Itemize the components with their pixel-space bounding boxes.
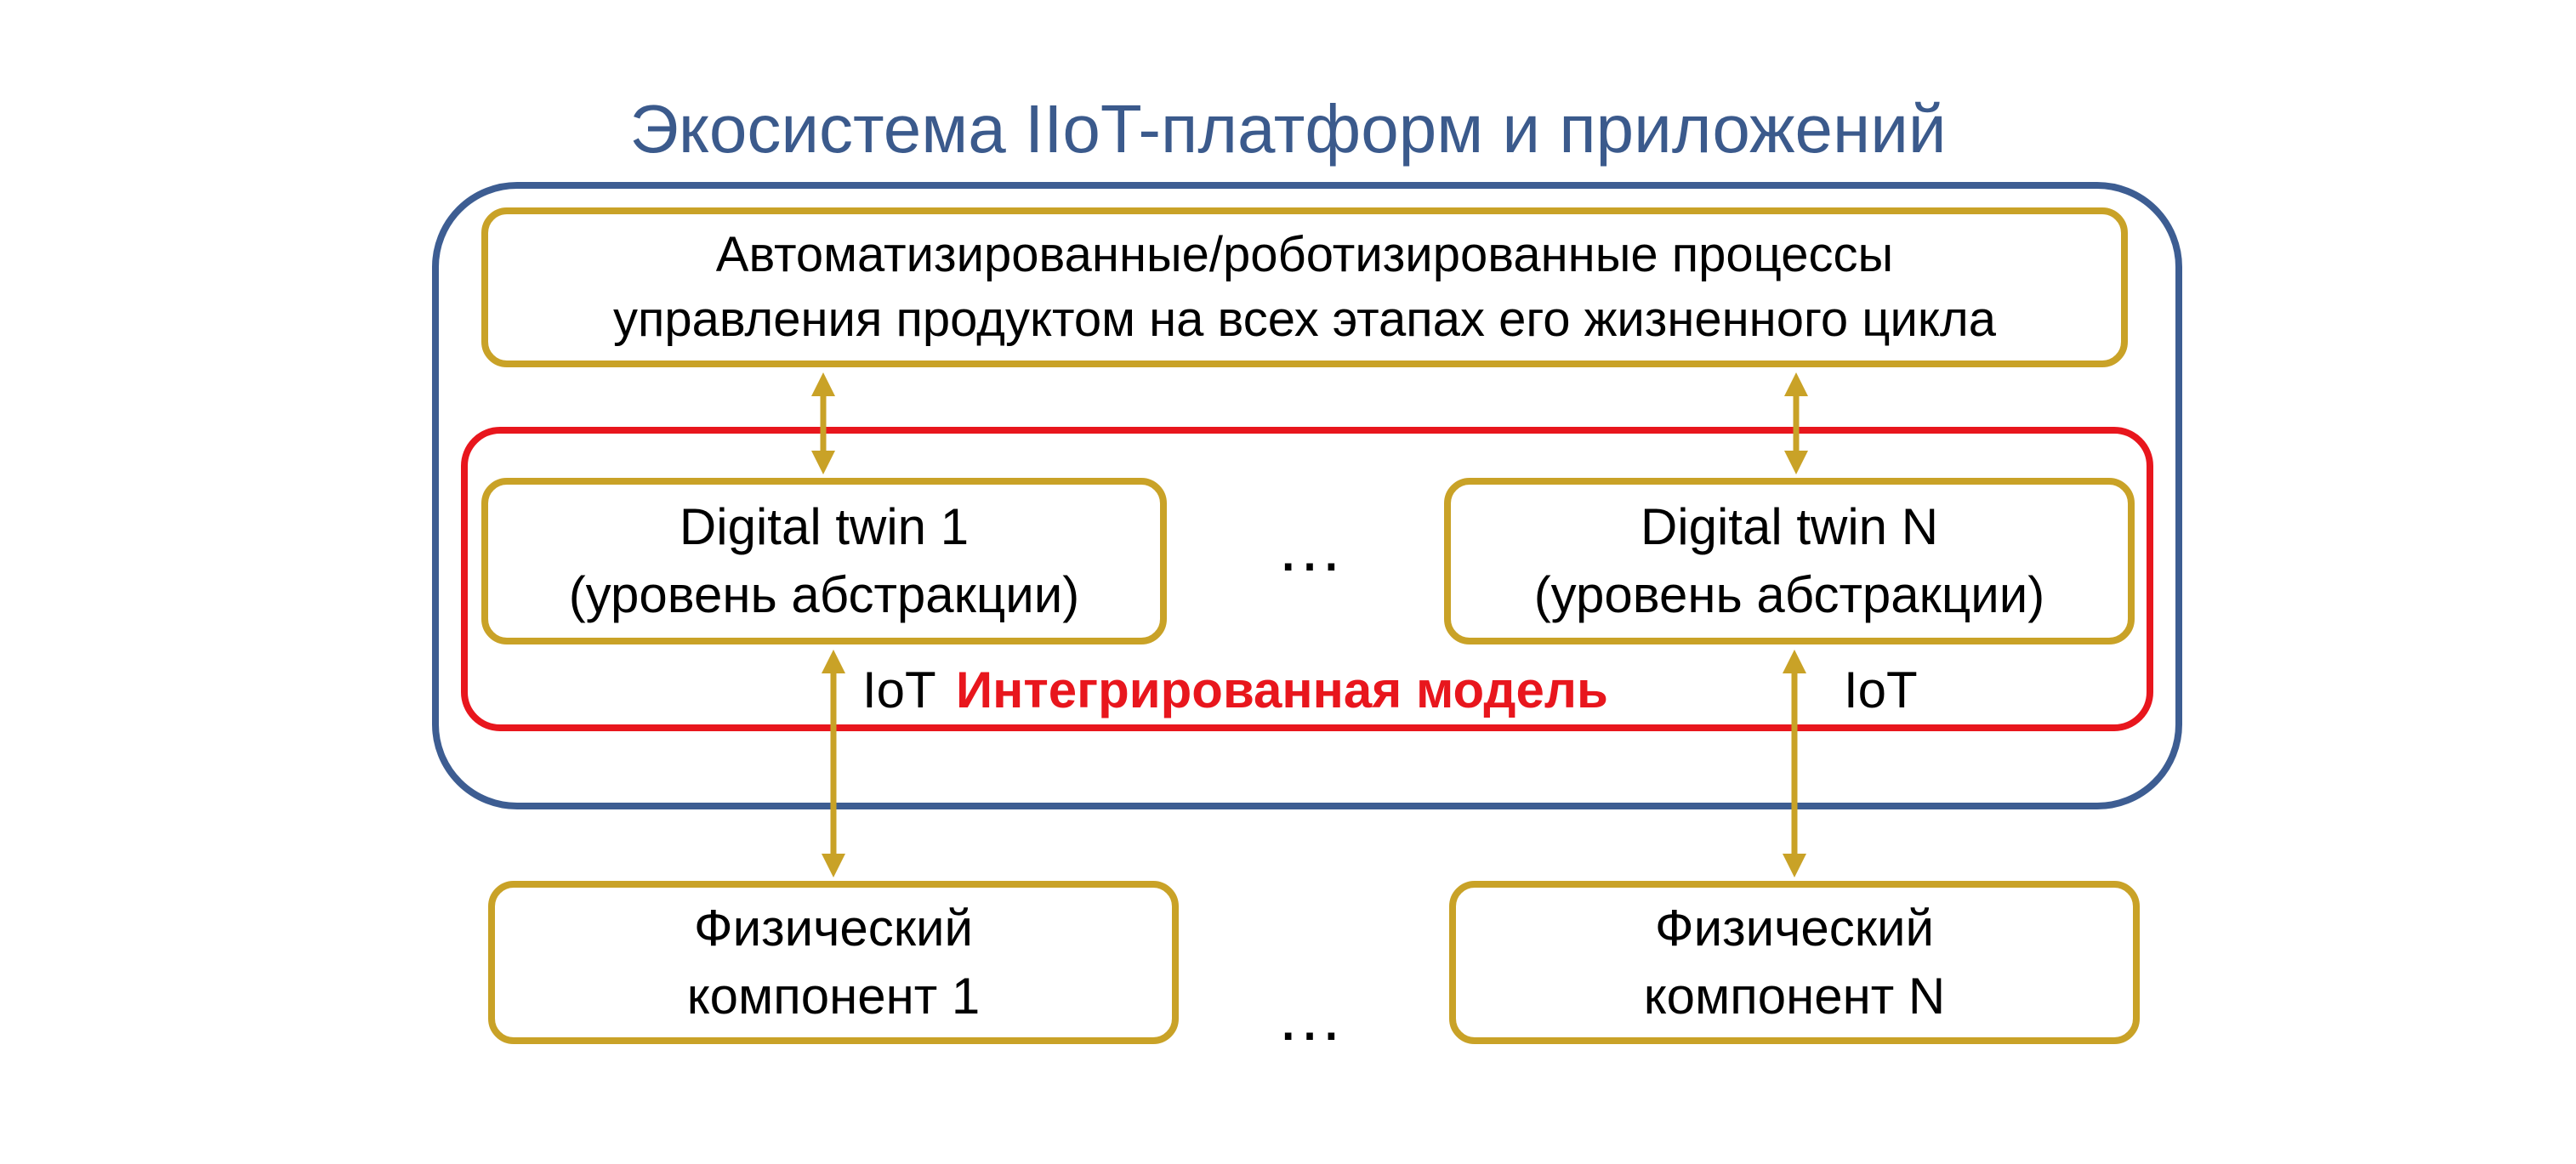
physical-component-ellipsis: … [1276,979,1351,1054]
integrated-model-label: Интегрированная модель [956,661,1608,718]
iot-label-right: IoT [1844,661,1918,718]
digital-twin-1-box: Digital twin 1 (уровень абстракции) [481,478,1167,644]
ecosystem-frame [432,182,2182,809]
physical-component-n-box: Физический компонент N [1449,881,2140,1044]
integrated-model-frame [461,427,2153,731]
lifecycle-processes-line-1: Автоматизированные/роботизированные проц… [715,227,1894,282]
physical-component-n-line-1: Физический [1654,900,1935,957]
iot-label-left: IoT [862,661,936,718]
lifecycle-processes-box: Автоматизированные/роботизированные проц… [481,207,2128,367]
physical-component-n-line-2: компонент N [1643,968,1946,1025]
digital-twin-ellipsis: … [1276,509,1351,585]
digital-twin-1-caption: (уровень абстракции) [568,566,1080,623]
physical-component-1-line-2: компонент 1 [686,968,981,1025]
digital-twin-n-box: Digital twin N (уровень абстракции) [1444,478,2135,644]
physical-component-1-box: Физический компонент 1 [488,881,1179,1044]
digital-twin-n-name: Digital twin N [1640,498,1939,555]
digital-twin-1-name: Digital twin 1 [679,498,970,555]
lifecycle-processes-line-2: управления продуктом на всех этапах его … [613,292,1996,347]
diagram-title: Экосистема IIoT-платформ и приложений [629,91,1947,167]
physical-component-1-line-1: Физический [693,900,974,957]
digital-twin-n-caption: (уровень абстракции) [1533,566,2045,623]
